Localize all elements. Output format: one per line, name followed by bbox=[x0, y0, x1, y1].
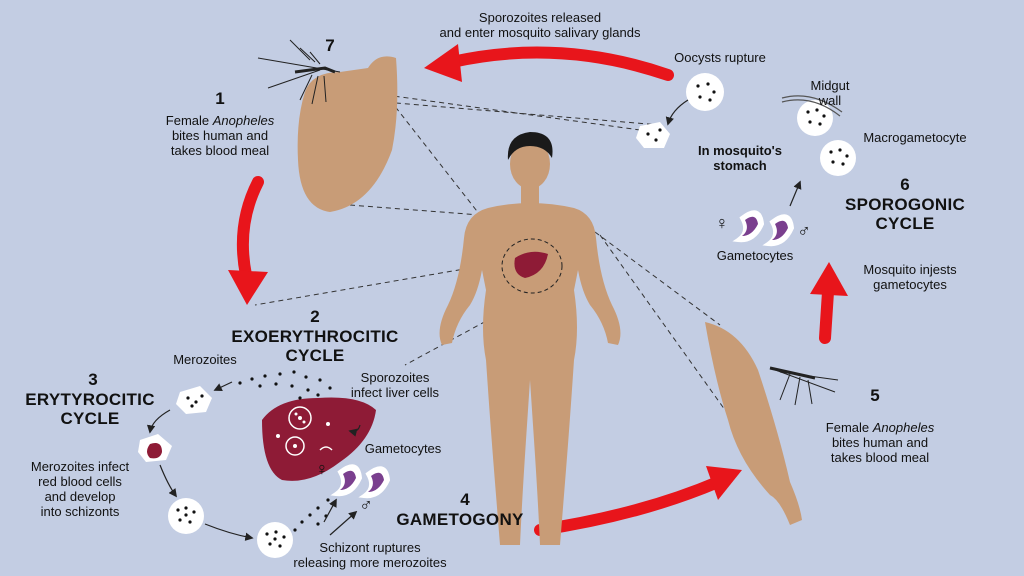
gametocytes-human-label: Gametocytes bbox=[364, 441, 442, 456]
gametocytes-mosquito-label: Gametocytes bbox=[716, 248, 794, 263]
step-1-number: 1 bbox=[215, 89, 225, 108]
step-6-title: SPOROGONIC CYCLE bbox=[844, 195, 966, 233]
sporozoites-infect-label: Sporozoites infect liver cells bbox=[350, 370, 440, 400]
merozoite-dots bbox=[238, 370, 332, 532]
schizont-ruptures-label: Schizont ruptures releasing more merozoi… bbox=[293, 540, 447, 570]
arrow-down-left bbox=[236, 176, 264, 281]
step-1-caption: Female Anopheles bites human and takes b… bbox=[165, 113, 275, 158]
arrow-down-left-head bbox=[228, 270, 268, 305]
female-symbol-mosquito: ♀ bbox=[715, 213, 729, 233]
small-arrows bbox=[146, 99, 802, 541]
midgut-wall-label: Midgut wall bbox=[810, 78, 850, 108]
forearm-illustration bbox=[705, 322, 802, 525]
gametocytes-crescents bbox=[330, 210, 795, 499]
step-3-title: ERYTYROCITIC CYCLE bbox=[25, 390, 155, 428]
step-6-number: 6 bbox=[900, 175, 910, 194]
arrow-up-right bbox=[819, 286, 834, 344]
macrogametocyte-label: Macrogametocyte bbox=[863, 130, 967, 145]
step-5-number: 5 bbox=[870, 386, 880, 405]
liver-illustration bbox=[262, 397, 376, 481]
upper-arm-illustration bbox=[297, 56, 398, 213]
midgut-wall bbox=[781, 95, 843, 117]
male-symbol-human: ♂ bbox=[359, 495, 373, 515]
step-4-number: 4 bbox=[460, 490, 470, 509]
step-7-number: 7 bbox=[325, 36, 335, 55]
male-symbol-mosquito: ♂ bbox=[797, 221, 811, 241]
mosquito-top bbox=[257, 39, 341, 105]
arrow-up-right-head bbox=[810, 262, 848, 296]
merozoites-infect-label: Merozoites infect red blood cells and de… bbox=[30, 459, 130, 519]
arrow-to-salivary-head bbox=[424, 44, 462, 82]
step-2-number: 2 bbox=[310, 307, 320, 326]
step-2-title: EXOERYTHROCITIC CYCLE bbox=[231, 327, 399, 365]
step-3-number: 3 bbox=[88, 370, 98, 389]
in-mosquito-stomach-label: In mosquito's stomach bbox=[698, 143, 782, 173]
step-4-title: GAMETOGONY bbox=[396, 510, 524, 529]
arrow-to-salivary bbox=[446, 46, 674, 81]
step-5-caption: Female Anopheles bites human and takes b… bbox=[825, 420, 935, 465]
parasite-cells bbox=[138, 73, 856, 558]
merozoites-label: Merozoites bbox=[173, 352, 237, 367]
red-cycle-arrows bbox=[228, 44, 848, 536]
oocysts-rupture-label: Oocysts rupture bbox=[674, 50, 766, 65]
human-figure bbox=[439, 132, 621, 545]
arrow-gametogony-head bbox=[706, 466, 742, 500]
mosquito-ingests-label: Mosquito injests gametocytes bbox=[863, 262, 957, 292]
sporozoites-released-label: Sporozoites released and enter mosquito … bbox=[439, 10, 641, 40]
female-symbol-human: ♀ bbox=[315, 459, 329, 479]
arrow-gametogony bbox=[534, 476, 724, 536]
mosquito-right bbox=[769, 366, 839, 406]
